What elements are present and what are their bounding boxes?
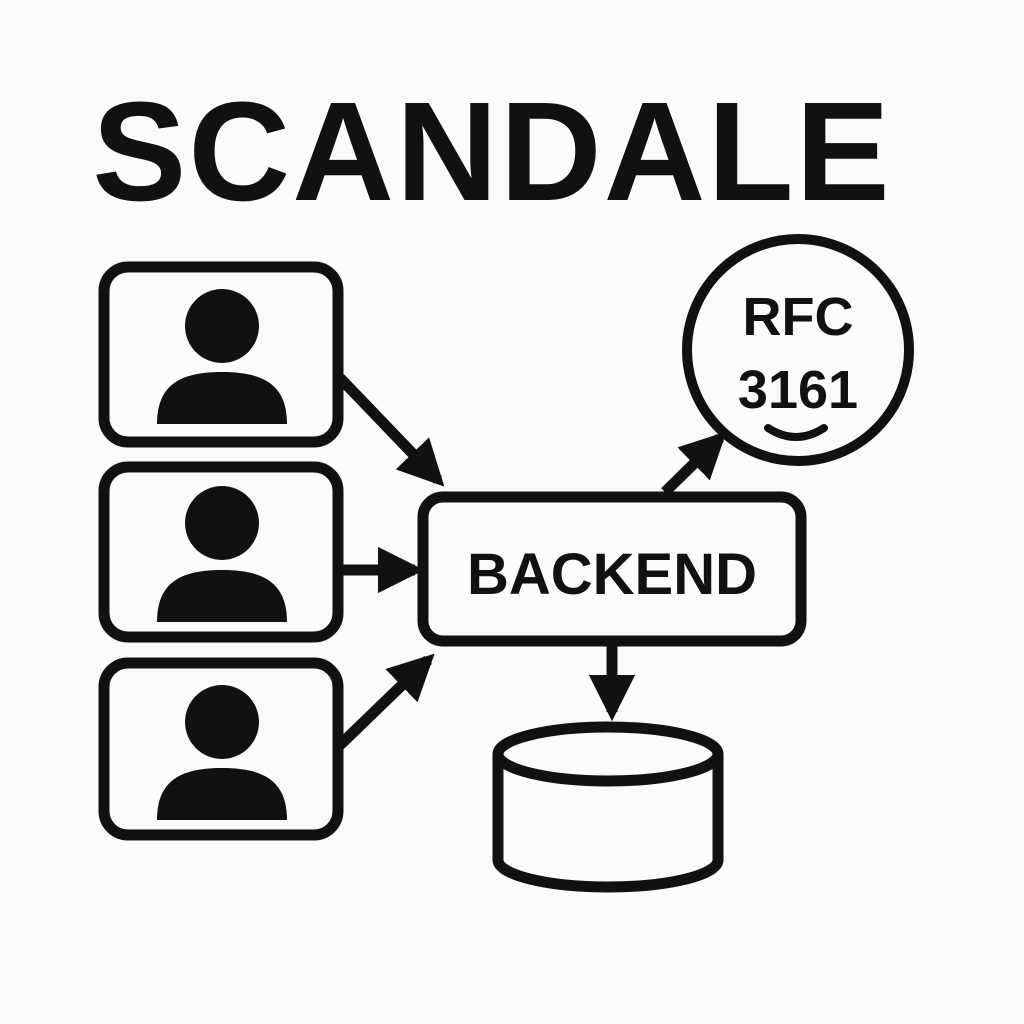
user-icon — [157, 486, 287, 622]
arrow-backend-to-rfc — [661, 431, 727, 496]
rfc-label-line2: 3161 — [738, 360, 858, 420]
database-icon — [492, 721, 724, 893]
user-card-1 — [98, 261, 344, 448]
user-icon — [157, 289, 287, 424]
user-icon — [157, 685, 287, 820]
backend-box: BACKEND — [417, 491, 807, 647]
backend-label: BACKEND — [467, 542, 757, 607]
rfc-label-line1: RFC — [743, 287, 854, 347]
diagram-title: SCANDALE — [92, 72, 891, 230]
user-card-3 — [98, 657, 344, 841]
smile-icon — [764, 424, 828, 441]
user-card-2 — [98, 461, 344, 643]
arrow-user1-to-backend — [336, 374, 445, 487]
arrow-user3-to-backend — [336, 653, 435, 749]
rfc-timestamp-badge: RFC 3161 — [682, 234, 914, 466]
